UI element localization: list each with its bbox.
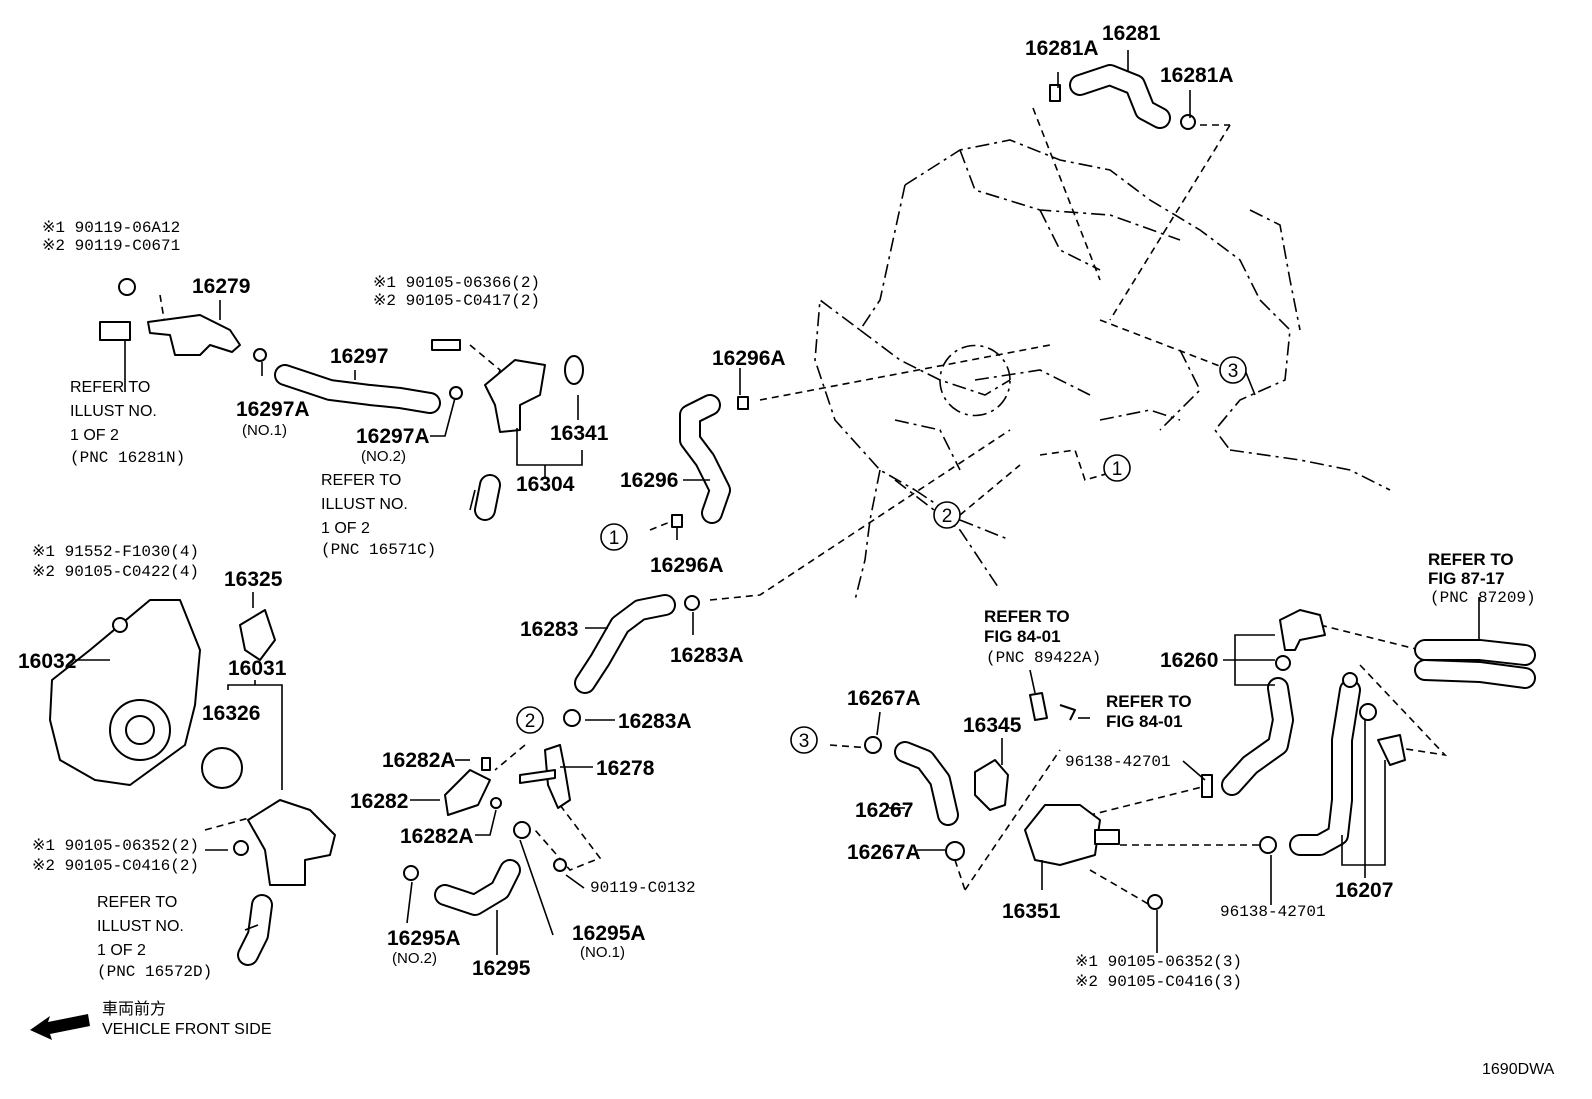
svg-text:REFER TO: REFER TO [97,894,177,911]
part-label: 16282A [400,825,474,848]
part-label: 16207 [1335,879,1393,902]
part-label: 16278 [596,757,655,780]
svg-text:1: 1 [609,528,620,549]
vehicle-front-indicator: 車両前方 VEHICLE FRONT SIDE [30,1000,272,1040]
part-sketches [49,64,1536,966]
svg-text:3: 3 [799,731,810,752]
svg-text:1 OF 2: 1 OF 2 [97,942,146,959]
part-label: 16297A [236,398,310,421]
part-label: 16351 [1002,900,1061,923]
part-label: 16304 [516,473,575,496]
direction-label-jp: 車両前方 [102,1000,166,1018]
part-label: 16267 [855,799,913,822]
fastener-note: ※1 90105-06366(2) [373,274,540,292]
part-label: 16281 [1102,22,1161,45]
part-label: 16260 [1160,649,1218,672]
front-arrow-icon [30,1014,90,1040]
part-label: 16282 [350,790,408,813]
part-label: 16282A [382,749,456,772]
callout-2-hose: 2 [516,706,544,734]
part-label: 16325 [224,568,283,591]
part-label: 16341 [550,422,609,445]
part-label: 16296A [650,554,724,577]
direction-label-en: VEHICLE FRONT SIDE [102,1021,272,1038]
part-label: 16296A [712,347,786,370]
svg-text:(PNC 16572D): (PNC 16572D) [97,963,212,981]
callout-1-engine: 1 [1103,454,1131,482]
svg-text:REFER TO: REFER TO [1428,550,1514,569]
part-label: 16279 [192,275,250,298]
part-label: 16281A [1160,64,1234,87]
callout-1-hose: 1 [600,523,628,551]
svg-text:FIG 84-01: FIG 84-01 [1106,712,1183,731]
callout-3-engine: 3 [1219,356,1247,384]
part-label: 16032 [18,650,76,673]
part-label: 16295 [472,957,531,980]
svg-text:(PNC 87209): (PNC 87209) [1430,589,1536,607]
svg-text:2: 2 [942,506,953,527]
fastener-note: ※1 91552-F1030(4) [32,543,199,561]
part-label: 16295A [387,927,461,950]
leader-lines [75,50,1480,955]
svg-text:REFER TO: REFER TO [70,379,150,396]
fastener-note: ※2 90105-C0416(3) [1075,973,1242,991]
fastener-note: ※2 90105-C0417(2) [373,292,540,310]
fastener-note: ※1 90105-06352(2) [32,837,199,855]
circle-callouts: 3 1 2 1 2 3 [516,356,1247,754]
part-label: 16283A [670,644,744,667]
svg-text:1: 1 [1112,459,1123,480]
part-sublabel: (NO.1) [242,422,287,439]
svg-text:(PNC 89422A): (PNC 89422A) [986,649,1101,667]
svg-text:3: 3 [1228,361,1239,382]
part-label: 16296 [620,469,678,492]
fastener-note: ※1 90105-06352(3) [1075,953,1242,971]
svg-text:FIG 87-17: FIG 87-17 [1428,569,1505,588]
svg-text:ILLUST NO.: ILLUST NO. [97,918,184,935]
part-label: 16283A [618,710,692,733]
svg-text:FIG 84-01: FIG 84-01 [984,627,1061,646]
diagram-id: 1690DWA [1482,1061,1555,1078]
fastener-notes: ※1 90119-06A12 ※2 90119-C0671 ※1 90105-0… [32,219,1326,991]
reference-notes: REFER TO ILLUST NO. 1 OF 2 (PNC 16281N) … [70,379,1536,981]
svg-text:REFER TO: REFER TO [321,472,401,489]
svg-text:ILLUST NO.: ILLUST NO. [70,403,157,420]
svg-text:(PNC 16571C): (PNC 16571C) [321,541,436,559]
part-label: 16267A [847,841,921,864]
callout-3-hose: 3 [790,726,818,754]
part-label: 16281A [1025,37,1099,60]
svg-text:2: 2 [525,711,536,732]
part-sublabel: (NO.2) [361,448,406,465]
fastener-note: 96138-42701 [1220,903,1326,921]
part-sublabel: (NO.2) [392,950,437,967]
fastener-note: 90119-C0132 [590,879,696,897]
fastener-note: ※2 90105-C0422(4) [32,563,199,581]
part-label: 16267A [847,687,921,710]
part-label: 16326 [202,702,260,725]
svg-text:1 OF 2: 1 OF 2 [70,427,119,444]
svg-text:1 OF 2: 1 OF 2 [321,520,370,537]
part-label: 16283 [520,618,578,641]
fastener-note: 96138-42701 [1065,753,1171,771]
fastener-note: ※2 90105-C0416(2) [32,857,199,875]
part-label: 16345 [963,714,1022,737]
callout-2-engine: 2 [933,501,961,529]
part-label: 16297 [330,345,388,368]
part-labels: 16281A 16281 16281A 16279 16297 16297A (… [18,22,1393,980]
fastener-note: ※2 90119-C0671 [42,237,180,255]
engine-outline [814,139,1391,601]
svg-text:ILLUST NO.: ILLUST NO. [321,496,408,513]
part-label: 16297A [356,425,430,448]
svg-text:(PNC 16281N): (PNC 16281N) [70,449,185,467]
part-label: 16295A [572,922,646,945]
part-sublabel: (NO.1) [580,944,625,961]
fastener-note: ※1 90119-06A12 [42,219,180,237]
svg-text:REFER TO: REFER TO [1106,692,1192,711]
svg-text:REFER TO: REFER TO [984,607,1070,626]
part-label: 16031 [228,657,287,680]
